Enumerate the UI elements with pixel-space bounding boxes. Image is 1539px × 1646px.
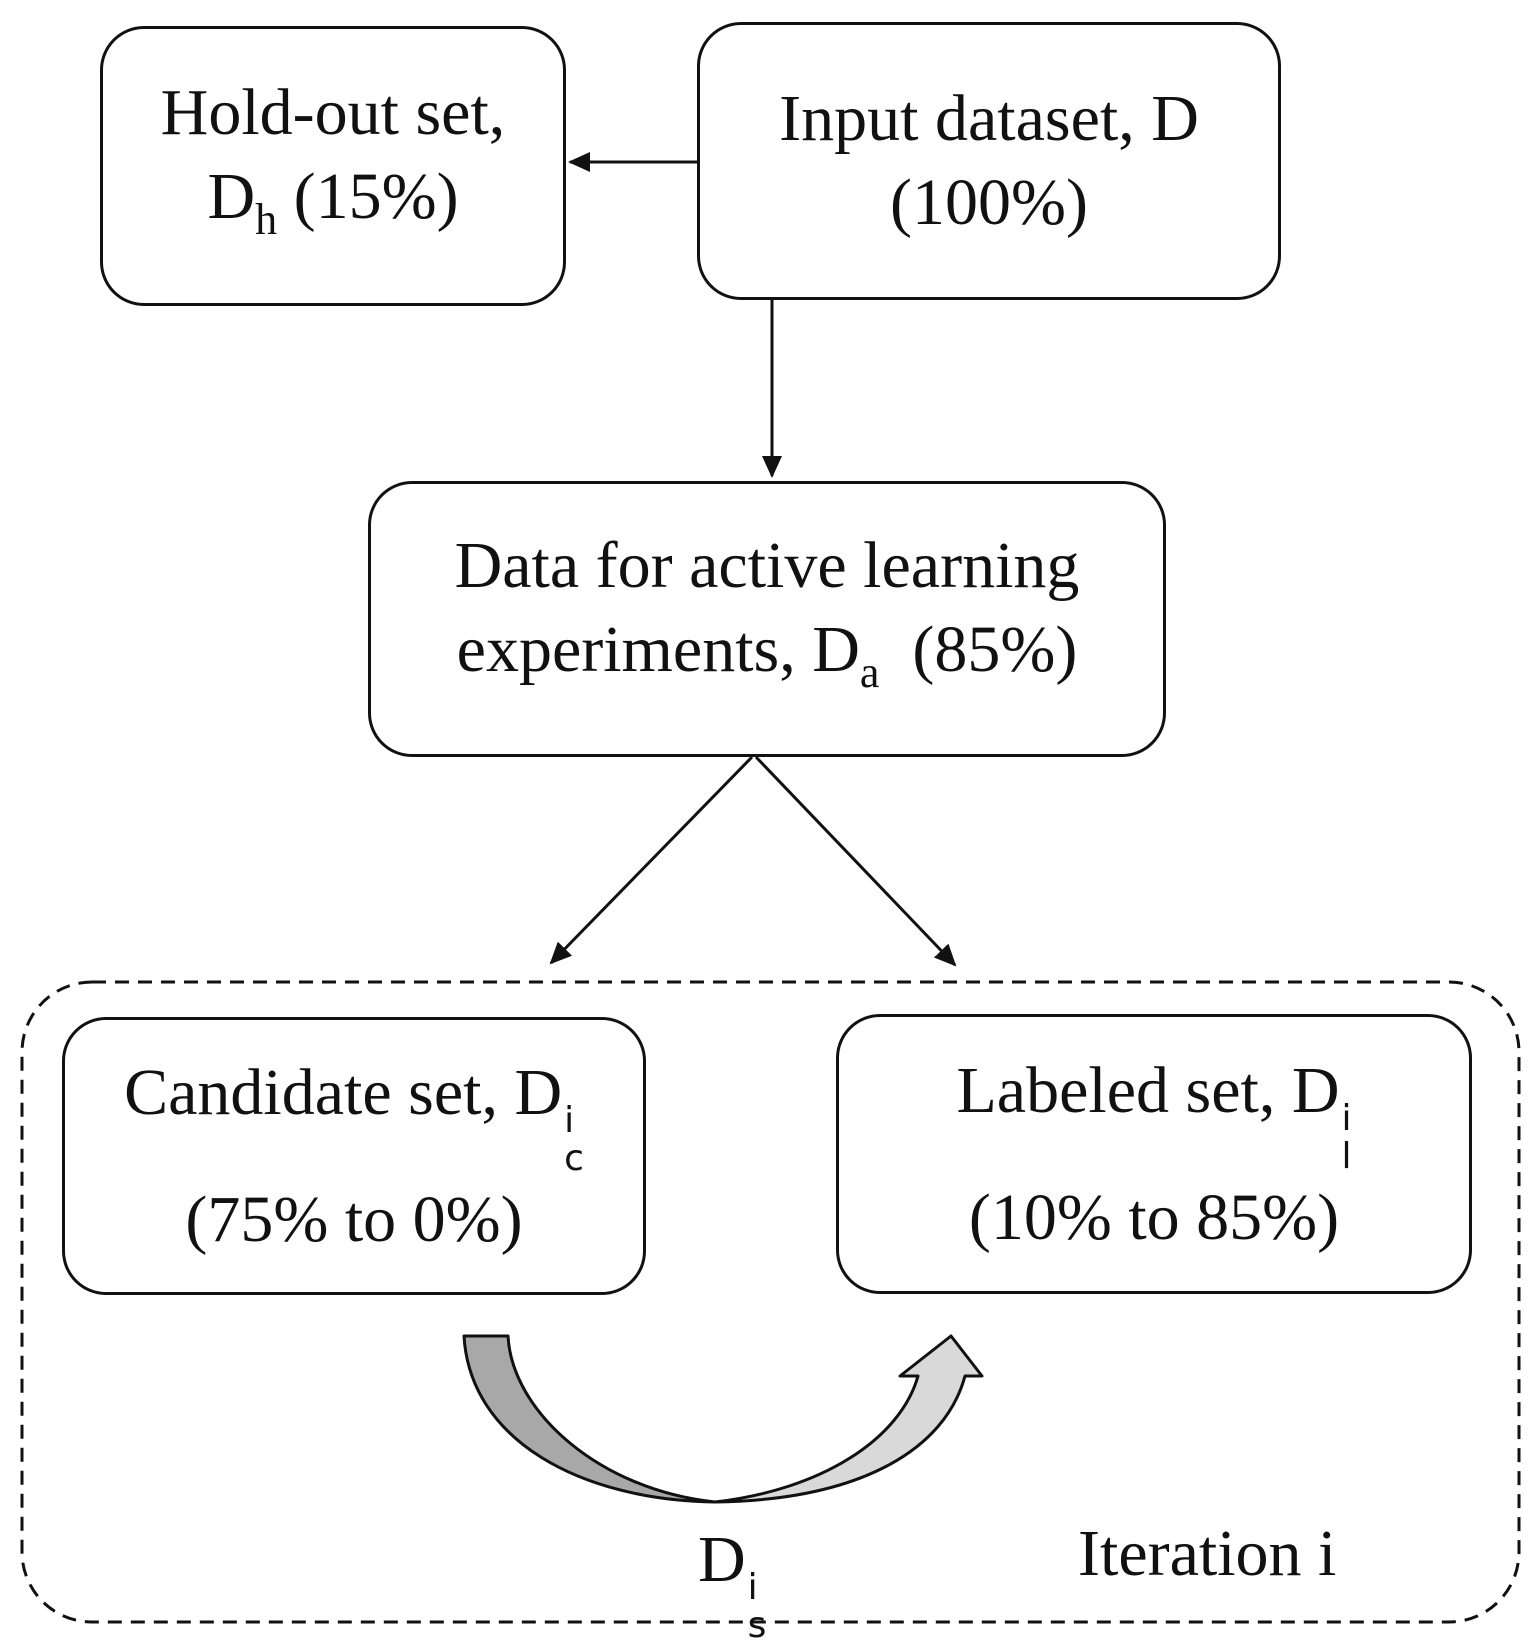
selected-samples-symbol: D — [698, 1523, 746, 1596]
selection-arrow-right-half — [713, 1334, 984, 1504]
candidate-set-superscript: i — [564, 1099, 575, 1141]
active-learning-line2: experiments, Da (85%) — [457, 608, 1078, 715]
input-dataset-node: Input dataset, D (100%) — [697, 22, 1281, 300]
selected-samples-superscript: i — [747, 1567, 758, 1608]
labeled-set-subscript: l — [1341, 1135, 1352, 1177]
active-learning-prefix: experiments, D — [456, 612, 860, 686]
iteration-label: Iteration i — [1078, 1517, 1337, 1590]
iteration-group-border — [20, 980, 1521, 1624]
arrow-active-to-labeled — [754, 755, 957, 967]
active-learning-percentage: (85%) — [879, 612, 1078, 686]
hold-out-percentage: (15%) — [277, 159, 459, 233]
hold-out-subscript: h — [255, 194, 278, 244]
input-dataset-percentage: (100%) — [890, 166, 1088, 239]
input-dataset-line1: Input dataset, D — [779, 82, 1199, 155]
hold-out-set-line2: Dh (15%) — [207, 155, 458, 262]
hold-out-set-line1: Hold-out set, — [160, 75, 506, 149]
labeled-set-percentage: (10% to 85%) — [968, 1180, 1340, 1254]
labeled-set-prefix: Labeled set, D — [956, 1053, 1340, 1127]
hold-out-set-node: Hold-out set, Dh (15%) — [100, 26, 566, 306]
arrow-active-to-candidate — [549, 755, 754, 965]
candidate-set-prefix: Candidate set, D — [124, 1055, 563, 1129]
active-learning-subscript: a — [859, 647, 880, 697]
hold-out-symbol: D — [207, 159, 256, 233]
selection-arrow-left-half — [462, 1334, 717, 1504]
labeled-set-superscript: i — [1341, 1097, 1352, 1139]
selected-samples-subscript: s — [747, 1605, 767, 1646]
candidate-set-percentage: (75% to 0%) — [185, 1182, 523, 1256]
active-learning-line1: Data for active learning — [454, 528, 1080, 602]
active-learning-data-node: Data for active learning experiments, Da… — [368, 481, 1166, 757]
candidate-set-subscript: c — [564, 1137, 584, 1179]
